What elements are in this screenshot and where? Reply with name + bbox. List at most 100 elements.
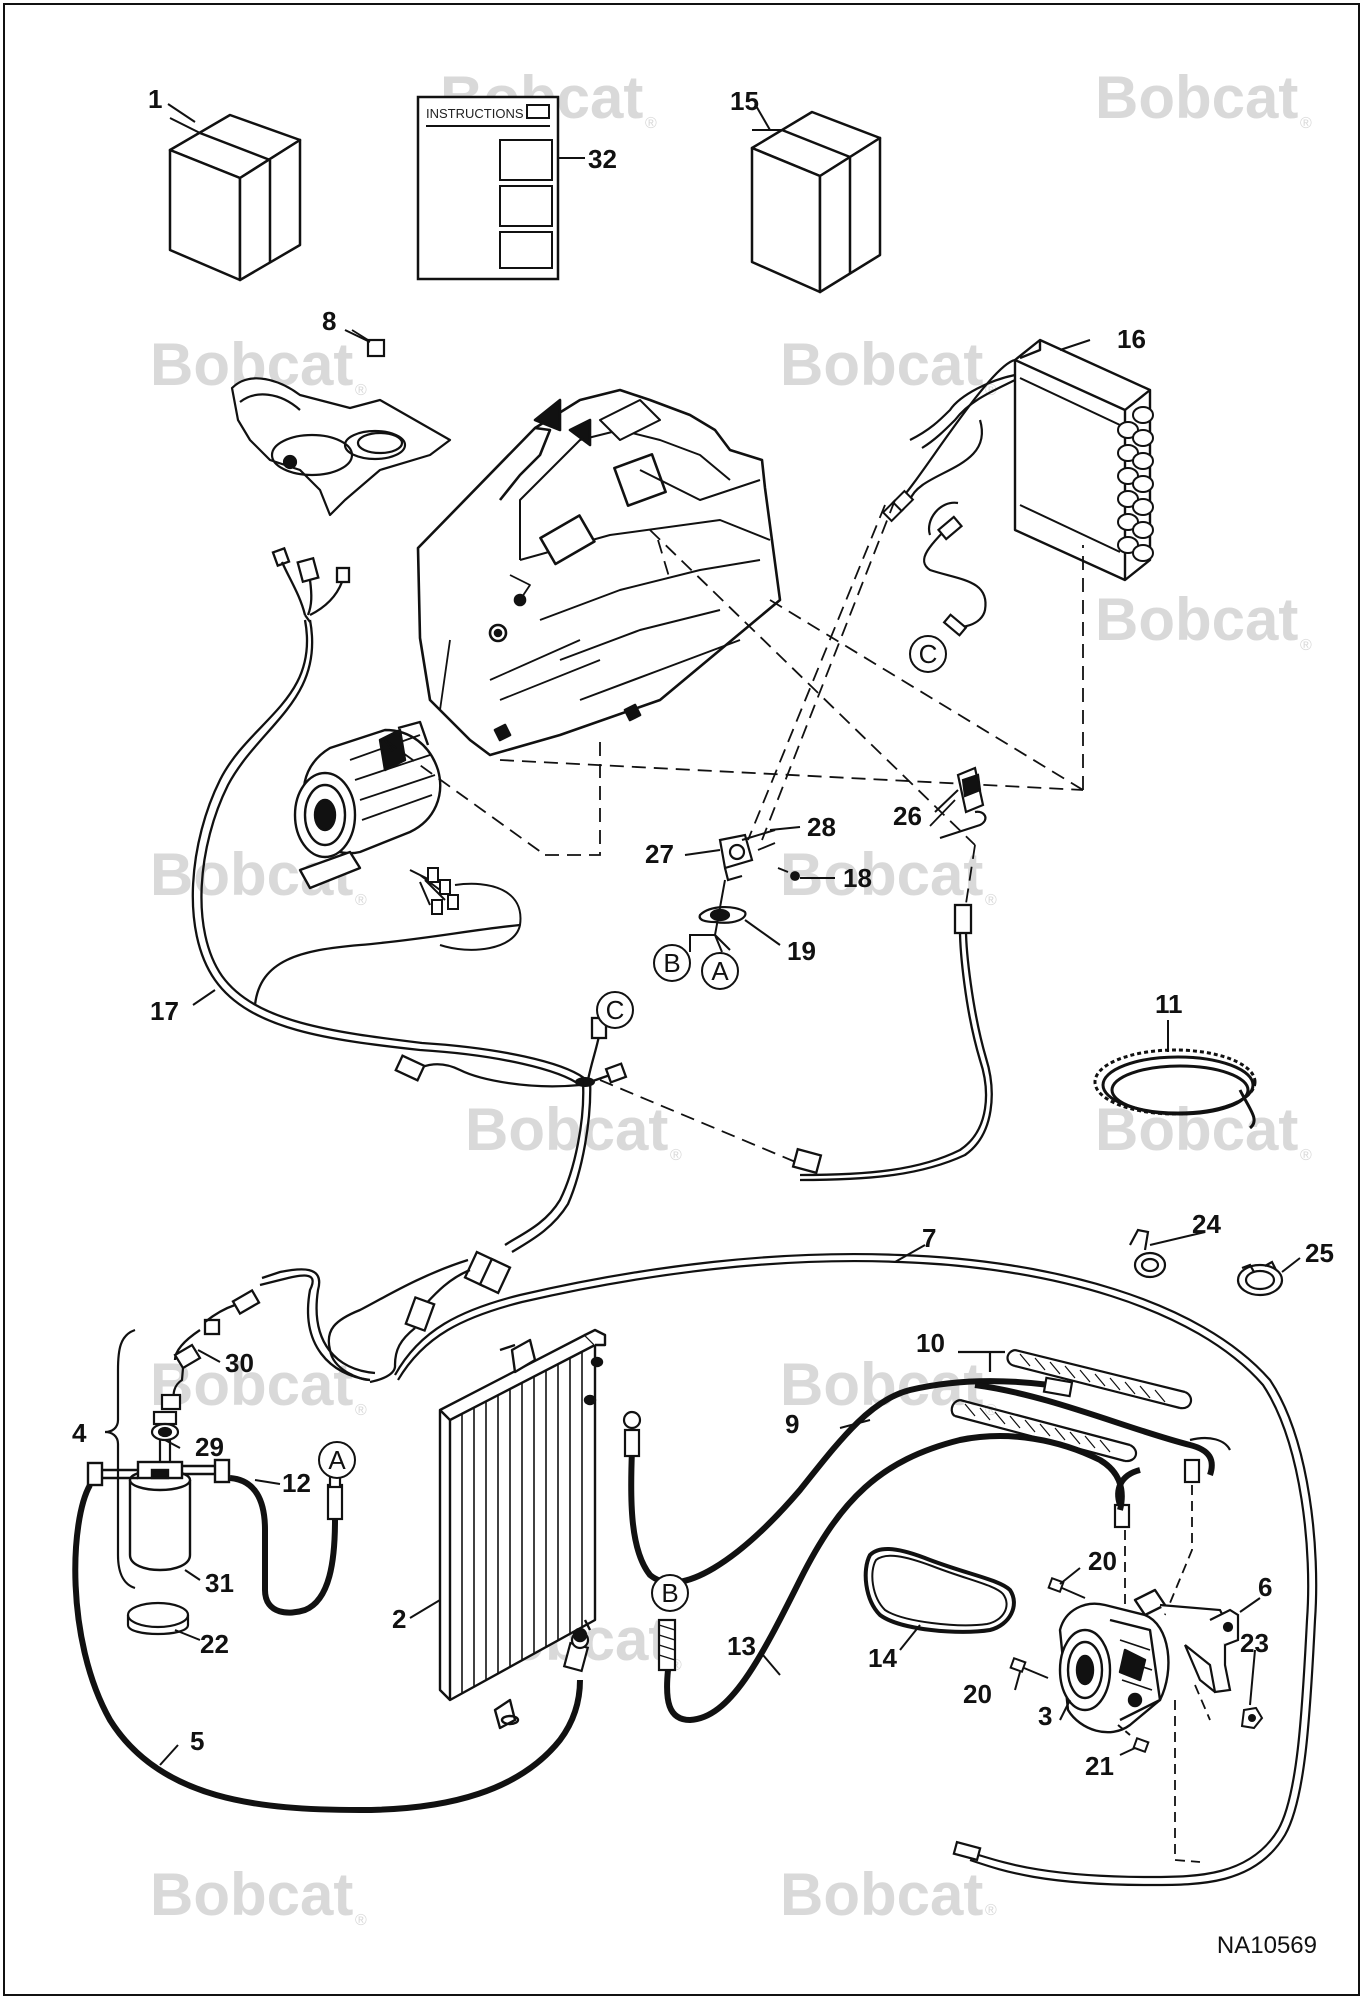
callout-2: 2	[392, 1604, 406, 1634]
ac-housing	[416, 388, 782, 757]
callout-1: 1	[148, 84, 162, 114]
callout-21: 21	[1085, 1751, 1114, 1781]
part-10-liner-hose	[974, 1382, 1215, 1476]
part-22-clamp	[126, 1601, 190, 1636]
callout-30: 30	[225, 1348, 254, 1378]
switch-wire	[791, 903, 993, 1182]
watermark: Bobcat ®	[780, 331, 997, 399]
watermark: Bobcat ®	[780, 841, 997, 909]
callout-11: 11	[1155, 989, 1183, 1019]
callout-31: 31	[205, 1568, 234, 1598]
callout-15: 15	[730, 86, 759, 116]
part-1-box	[168, 113, 302, 282]
svg-text:Bobcat: Bobcat	[780, 841, 983, 908]
svg-text:B: B	[663, 948, 680, 978]
svg-text:®: ®	[1300, 637, 1312, 654]
part-13-fittings	[657, 1618, 677, 1672]
blower-motor	[293, 720, 442, 890]
part-9-hose	[628, 1378, 1051, 1586]
evaporator-connectors	[881, 489, 915, 523]
part-5-hose	[72, 1483, 583, 1814]
svg-text:C: C	[919, 639, 938, 669]
callout-28: 28	[807, 812, 836, 842]
callout-29: 29	[195, 1432, 224, 1462]
callout-26: 26	[893, 801, 922, 831]
part-6-bracket	[1159, 1603, 1240, 1694]
valve-to-bubbles-leader	[689, 879, 731, 953]
callout-23: 23	[1240, 1628, 1269, 1658]
connection-b-hose: B	[651, 1574, 689, 1612]
part-3-compressor	[1058, 1588, 1170, 1734]
callout-10: 10	[916, 1328, 945, 1358]
part-11-hose-coil	[1093, 1048, 1257, 1130]
svg-text:Bobcat: Bobcat	[150, 1861, 353, 1928]
part-19-gasket	[698, 906, 747, 924]
part-15-box	[750, 110, 882, 294]
part-28-seal	[741, 829, 776, 841]
svg-text:Bobcat: Bobcat	[1095, 586, 1298, 653]
part-23-nut	[1240, 1706, 1264, 1730]
part-8-clip	[351, 329, 386, 358]
svg-text:Bobcat: Bobcat	[1095, 64, 1298, 131]
callout-32: 32	[588, 144, 617, 174]
diagram-frame	[3, 3, 1360, 1996]
watermark: Bobcat ®	[780, 1351, 997, 1419]
callout-24: 24	[1192, 1209, 1221, 1239]
watermark: Bobcat ®	[780, 1861, 997, 1928]
callout-14: 14	[868, 1643, 897, 1673]
svg-text:®: ®	[985, 892, 997, 909]
svg-text:®: ®	[355, 892, 367, 909]
callout-8: 8	[322, 306, 336, 336]
callout-4: 4	[72, 1418, 87, 1448]
svg-text:C: C	[606, 995, 625, 1025]
svg-text:®: ®	[985, 1902, 997, 1919]
callout-16: 16	[1117, 324, 1146, 354]
callout-labels: 1 32 15 8 16 26 28 27 18 19 11 17 7 24 2…	[72, 84, 1334, 1781]
callout-25: 25	[1305, 1238, 1334, 1268]
part-20-bolt-lower	[1009, 1656, 1049, 1679]
svg-text:Bobcat: Bobcat	[465, 1096, 668, 1163]
svg-text:A: A	[711, 956, 729, 986]
svg-text:®: ®	[985, 1402, 997, 1419]
part-9-fittings	[622, 1376, 1074, 1458]
thermostat-probe	[923, 501, 987, 637]
svg-text:A: A	[328, 1445, 346, 1475]
part-31-receiver-drier	[86, 1458, 231, 1572]
callout-12: 12	[282, 1468, 311, 1498]
svg-text:®: ®	[645, 115, 657, 132]
svg-text:®: ®	[355, 382, 367, 399]
callout-22: 22	[200, 1629, 229, 1659]
connection-a-drier: A	[318, 1441, 356, 1479]
callout-20-upper: 20	[1088, 1546, 1117, 1576]
svg-text:Bobcat: Bobcat	[780, 331, 983, 398]
part-2-condenser	[438, 1328, 607, 1730]
watermark: Bobcat ®	[465, 1096, 682, 1164]
connection-c-harness: C	[596, 991, 634, 1029]
blower-mount-plate	[230, 377, 452, 517]
watermark: Bobcat ®	[1095, 64, 1312, 132]
part-32-instruction-sheet: INSTRUCTIONS	[416, 95, 585, 281]
part-7-hose	[394, 1252, 1318, 1887]
part-14-belt	[863, 1547, 1016, 1634]
callout-9: 9	[785, 1409, 799, 1439]
part-30-switch	[160, 1343, 202, 1411]
part-20-bolt-upper	[1047, 1576, 1086, 1599]
callout-13: 13	[727, 1631, 756, 1661]
callout-3: 3	[1038, 1701, 1052, 1731]
part-12-hose	[229, 1475, 338, 1616]
connection-b-valve: B	[653, 944, 691, 982]
callout-20-lower: 20	[963, 1679, 992, 1709]
drawing-number: NA10569	[1216, 1932, 1317, 1959]
svg-text:®: ®	[355, 1402, 367, 1419]
callout-27: 27	[645, 839, 674, 869]
part-13-hose	[664, 1433, 1125, 1724]
hose-end-fittings	[1113, 1436, 1231, 1529]
watermark: Bobcat ®	[150, 1861, 367, 1929]
svg-text:®: ®	[355, 1912, 367, 1929]
callout-18: 18	[843, 863, 872, 893]
connection-c-evaporator: C	[909, 635, 947, 673]
callout-5: 5	[190, 1726, 204, 1756]
callout-19: 19	[787, 936, 816, 966]
